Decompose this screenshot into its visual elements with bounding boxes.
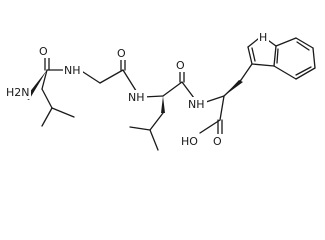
bond <box>41 88 53 109</box>
bond <box>149 129 159 151</box>
bond-lines <box>41 37 316 151</box>
bond <box>149 112 164 131</box>
bond <box>295 37 314 49</box>
bond <box>251 47 256 62</box>
bond <box>79 69 101 84</box>
carbonyl-oxygen-label: O <box>39 45 48 58</box>
bond <box>295 67 316 80</box>
bond <box>51 107 75 118</box>
bond <box>276 48 279 64</box>
indole-nh-label: H <box>259 31 267 44</box>
amide-nh-label: NH <box>188 98 205 111</box>
bond <box>41 107 53 127</box>
bond <box>205 95 225 103</box>
bond <box>219 95 225 121</box>
bond <box>247 46 253 65</box>
bond <box>240 63 253 81</box>
structure-diagram: H2N O NH O NH O NH HO O H <box>5 30 316 151</box>
hydroxyl-label: HO <box>181 135 198 148</box>
bond <box>251 63 275 67</box>
bond <box>129 126 151 131</box>
bond <box>273 45 277 67</box>
bond <box>296 41 310 51</box>
carbonyl-oxygen-label: O <box>117 47 126 60</box>
acid-oxygen-label: O <box>213 135 222 148</box>
bond <box>162 81 183 97</box>
amide-nh-label: NH <box>128 91 145 104</box>
bond <box>275 37 297 47</box>
bond <box>247 38 259 48</box>
bond <box>199 119 221 134</box>
bond <box>295 66 312 76</box>
amide-nh-label: NH <box>64 64 81 77</box>
wedge-bond <box>161 96 165 113</box>
bond <box>41 69 48 90</box>
atom-labels: H2N O NH O NH O NH HO O H <box>5 30 269 148</box>
carbonyl-oxygen-label: O <box>176 59 185 72</box>
bond <box>312 47 316 69</box>
bond <box>99 69 124 84</box>
amino-label: H2N <box>6 86 30 99</box>
bond <box>273 65 297 80</box>
wedge-bond <box>224 80 243 96</box>
